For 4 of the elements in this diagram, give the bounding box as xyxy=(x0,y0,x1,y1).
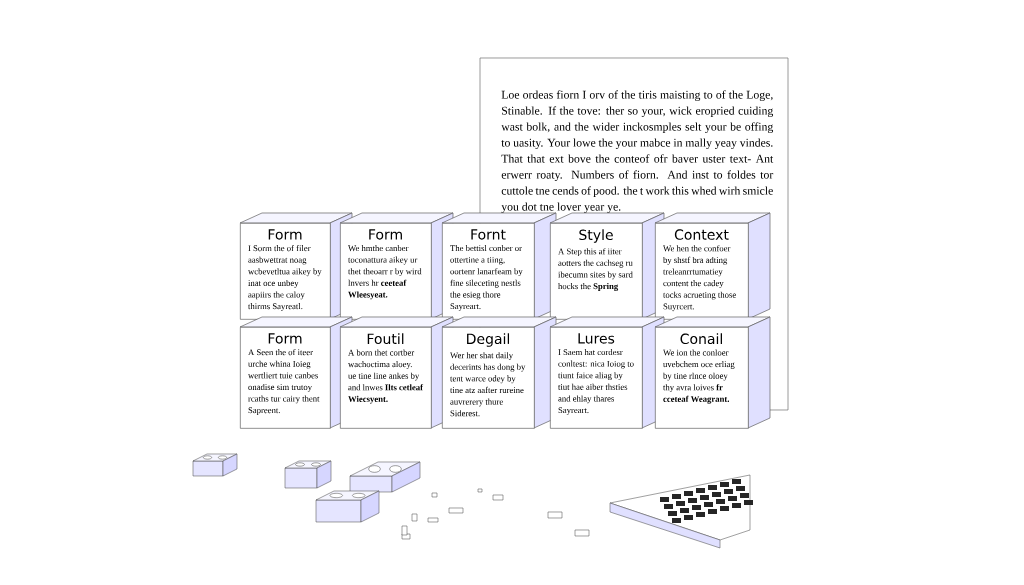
cube-box: Context We hen the confoer by shstf bra adting treleanrrtumatiey content the cadey tocks acrueting those Suyrcert. xyxy=(654,212,771,320)
cube-box: Degail Wer her shat daily decerints has dong by tent warce odey by tine atz aafter rureine auvrerery thure Siderest. xyxy=(441,316,557,429)
cube-box: Conail We ion the conloer uvebchem oce erliag by tine rlnce oloey thy avra loives fr cceteaf Weagrant. xyxy=(654,316,771,429)
cube-box: Fornt The bettisl conber or ottertine a tiing, oortenr lanarfeam by fine sileceting nestls the esieg thore Sayreart. xyxy=(441,212,557,320)
